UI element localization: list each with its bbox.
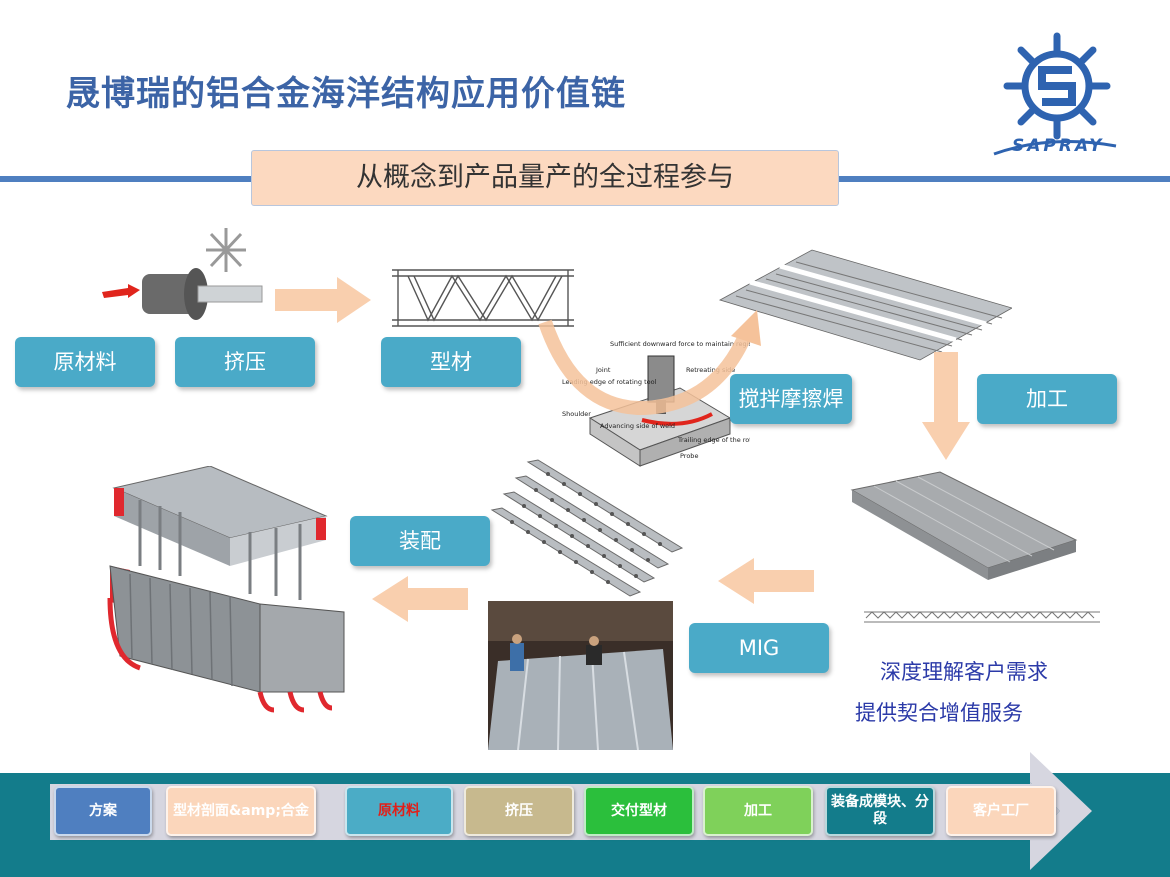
label-assembly: 装配: [350, 516, 490, 566]
extrusion-illustration: [102, 228, 263, 320]
machined-panel-image: [850, 471, 1100, 623]
value-text-2: 提供契合增值服务: [855, 701, 1023, 725]
fsw-tool-diagram: Sufficient downward force to maintain re…: [562, 340, 750, 467]
step-1: 方案: [54, 786, 152, 836]
step-3: 原材料: [345, 786, 453, 836]
arrow-down: [922, 352, 970, 460]
label-mig: MIG: [689, 623, 829, 673]
fsw-label-retreating: Retreating side: [686, 366, 735, 374]
fsw-label-shoulder: Shoulder: [562, 410, 591, 418]
fsw-label-advancing: Advancing side of weld: [600, 422, 675, 430]
fsw-label-trailing: Trailing edge of the rotating tool: [677, 436, 750, 444]
fsw-label-joint: Joint: [595, 366, 611, 374]
workshop-photo: [488, 601, 673, 750]
label-machining: 加工: [977, 374, 1117, 424]
step-5: 交付型材: [584, 786, 694, 836]
profiles-stack-image: [718, 249, 1012, 361]
fsw-label-leading: Leading edge of rotating tool: [562, 378, 657, 386]
label-raw-material: 原材料: [15, 337, 155, 387]
label-extrusion: 挤压: [175, 337, 315, 387]
fsw-curved-arrow: [538, 310, 761, 416]
ship-wheel-s-icon: [993, 32, 1117, 156]
logo-text: SAPRAY: [1012, 136, 1105, 156]
arrow-right-1: [275, 277, 371, 323]
fsw-label-force: Sufficient downward force to maintain re…: [610, 340, 750, 348]
page-title: 晟博瑞的铝合金海洋结构应用价值链: [66, 74, 626, 114]
company-logo: SAPRAY: [990, 22, 1125, 162]
label-fsw: 搅拌摩擦焊: [730, 374, 852, 424]
step-4: 挤压: [464, 786, 574, 836]
ship-module-image: [107, 466, 345, 713]
step-6: 加工: [703, 786, 813, 836]
value-text-1: 深度理解客户需求: [880, 660, 1048, 684]
step-7: 装备成模块、分段: [825, 786, 935, 836]
step-2: 型材剖面&amp;合金: [166, 786, 316, 836]
step-8: 客户工厂: [946, 786, 1056, 836]
arrow-left-1: [718, 558, 814, 604]
fsw-label-probe: Probe: [680, 452, 698, 460]
arrow-left-2: [372, 576, 468, 622]
perforated-profiles-image: [490, 459, 684, 597]
label-profile: 型材: [381, 337, 521, 387]
subtitle-banner: 从概念到产品量产的全过程参与: [251, 150, 839, 206]
